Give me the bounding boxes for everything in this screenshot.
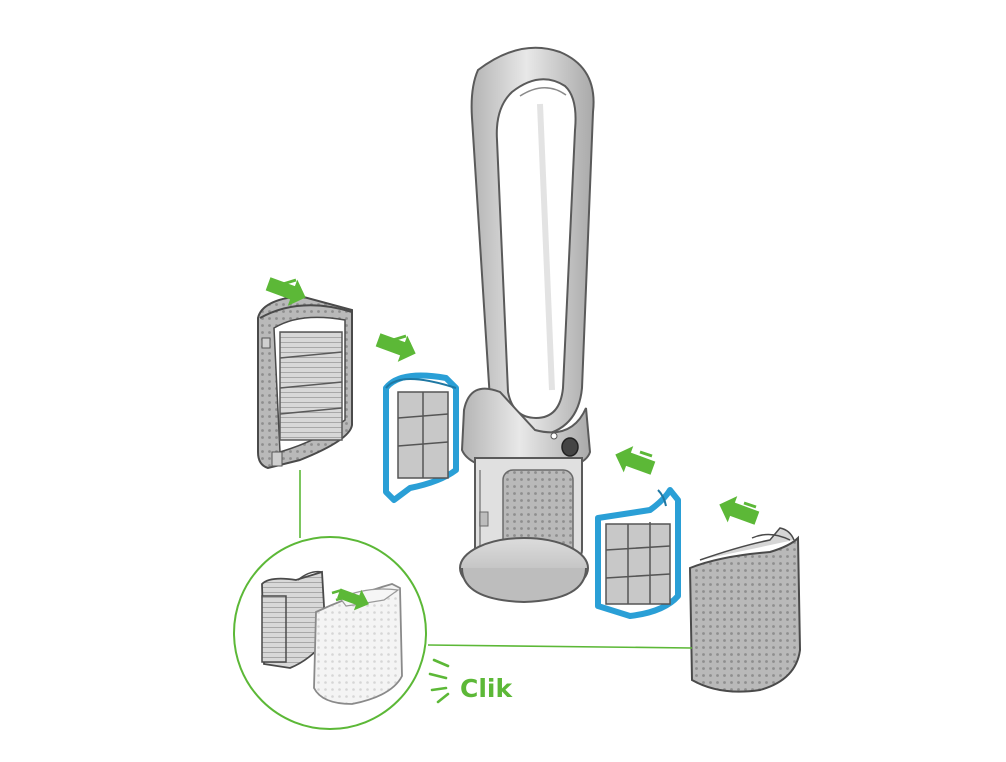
right-carbon-filter <box>595 487 681 619</box>
tower-button <box>561 437 579 457</box>
triple-chevron-arrow-icon <box>375 333 416 362</box>
triple-chevron-arrow-icon <box>337 588 369 611</box>
clik-label: Clik <box>460 674 513 703</box>
left-outer-filter-shell <box>257 294 353 470</box>
purifier-tower <box>459 46 595 604</box>
triple-chevron-arrow-icon <box>265 277 306 306</box>
right-outer-filter-shell <box>688 527 802 693</box>
arrow-stripes <box>282 278 757 517</box>
callout-lines <box>299 470 693 649</box>
click-burst-icon <box>428 658 450 704</box>
inset-hepa-filter <box>261 570 327 669</box>
tower-loop-opening <box>495 78 577 420</box>
detail-inset <box>233 536 427 730</box>
insertion-arrows <box>265 277 760 525</box>
triple-chevron-arrow-icon <box>719 496 760 525</box>
triple-chevron-arrow-icon <box>615 446 656 475</box>
left-carbon-filter <box>383 372 459 503</box>
